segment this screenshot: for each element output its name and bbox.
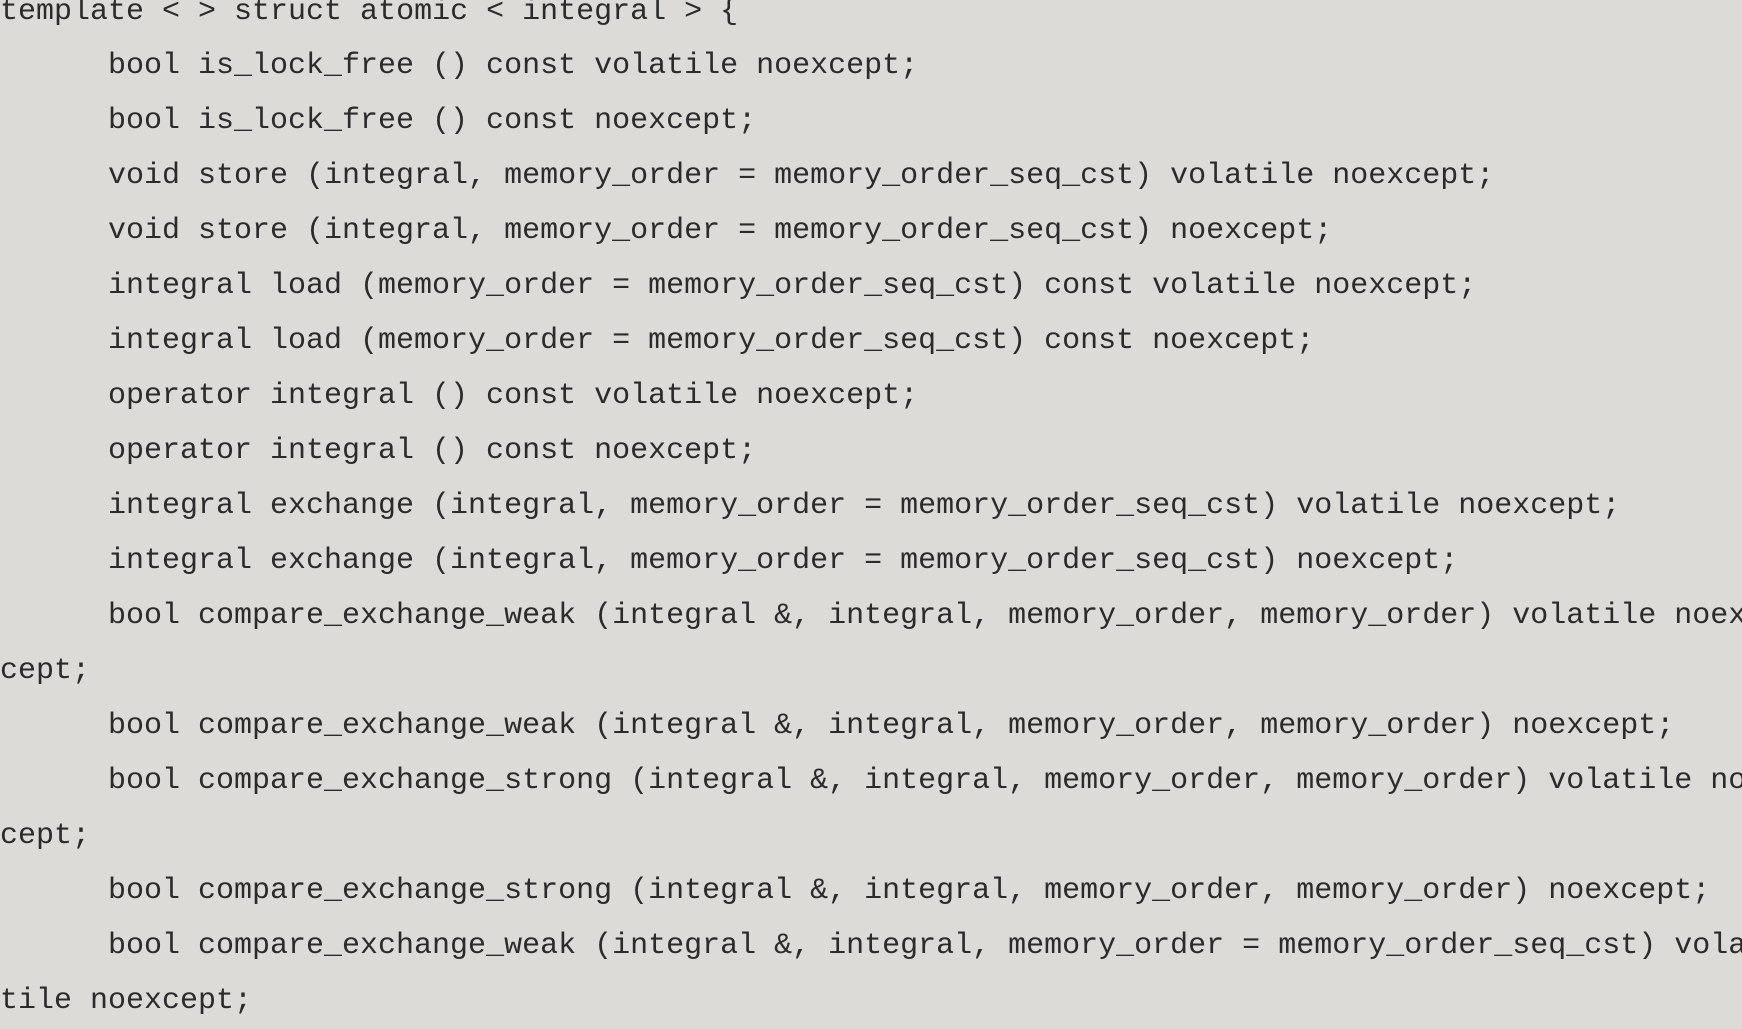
code-line-operator-integral-volatile: operator integral () const volatile noex… (108, 379, 919, 413)
code-line-operator-integral: operator integral () const noexcept; (108, 434, 757, 468)
code-line-exchange-volatile: integral exchange (integral, memory_orde… (108, 489, 1621, 523)
code-line-template-header: template < > struct atomic < integral > … (0, 0, 739, 29)
code-line-continuation: cept; (0, 819, 91, 853)
code-line-compare-exchange-strong: bool compare_exchange_strong (integral &… (108, 874, 1711, 908)
code-line-store-volatile: void store (integral, memory_order = mem… (108, 159, 1495, 193)
code-line-store: void store (integral, memory_order = mem… (108, 214, 1333, 248)
code-line-exchange: integral exchange (integral, memory_orde… (108, 544, 1459, 578)
code-line-continuation: cept; (0, 654, 91, 688)
code-line-continuation: tile noexcept; (0, 984, 253, 1018)
code-line-load-volatile: integral load (memory_order = memory_ord… (108, 269, 1477, 303)
code-line-load: integral load (memory_order = memory_ord… (108, 324, 1315, 358)
code-line-compare-exchange-weak: bool compare_exchange_weak (integral &, … (108, 709, 1675, 743)
code-line-is-lock-free-volatile: bool is_lock_free () const volatile noex… (108, 49, 919, 83)
code-line-compare-exchange-weak-volatile: bool compare_exchange_weak (integral &, … (108, 599, 1742, 633)
code-line-is-lock-free: bool is_lock_free () const noexcept; (108, 104, 757, 138)
code-line-compare-exchange-weak-default-order-volatile: bool compare_exchange_weak (integral &, … (108, 929, 1742, 963)
code-line-compare-exchange-strong-volatile: bool compare_exchange_strong (integral &… (108, 764, 1742, 798)
